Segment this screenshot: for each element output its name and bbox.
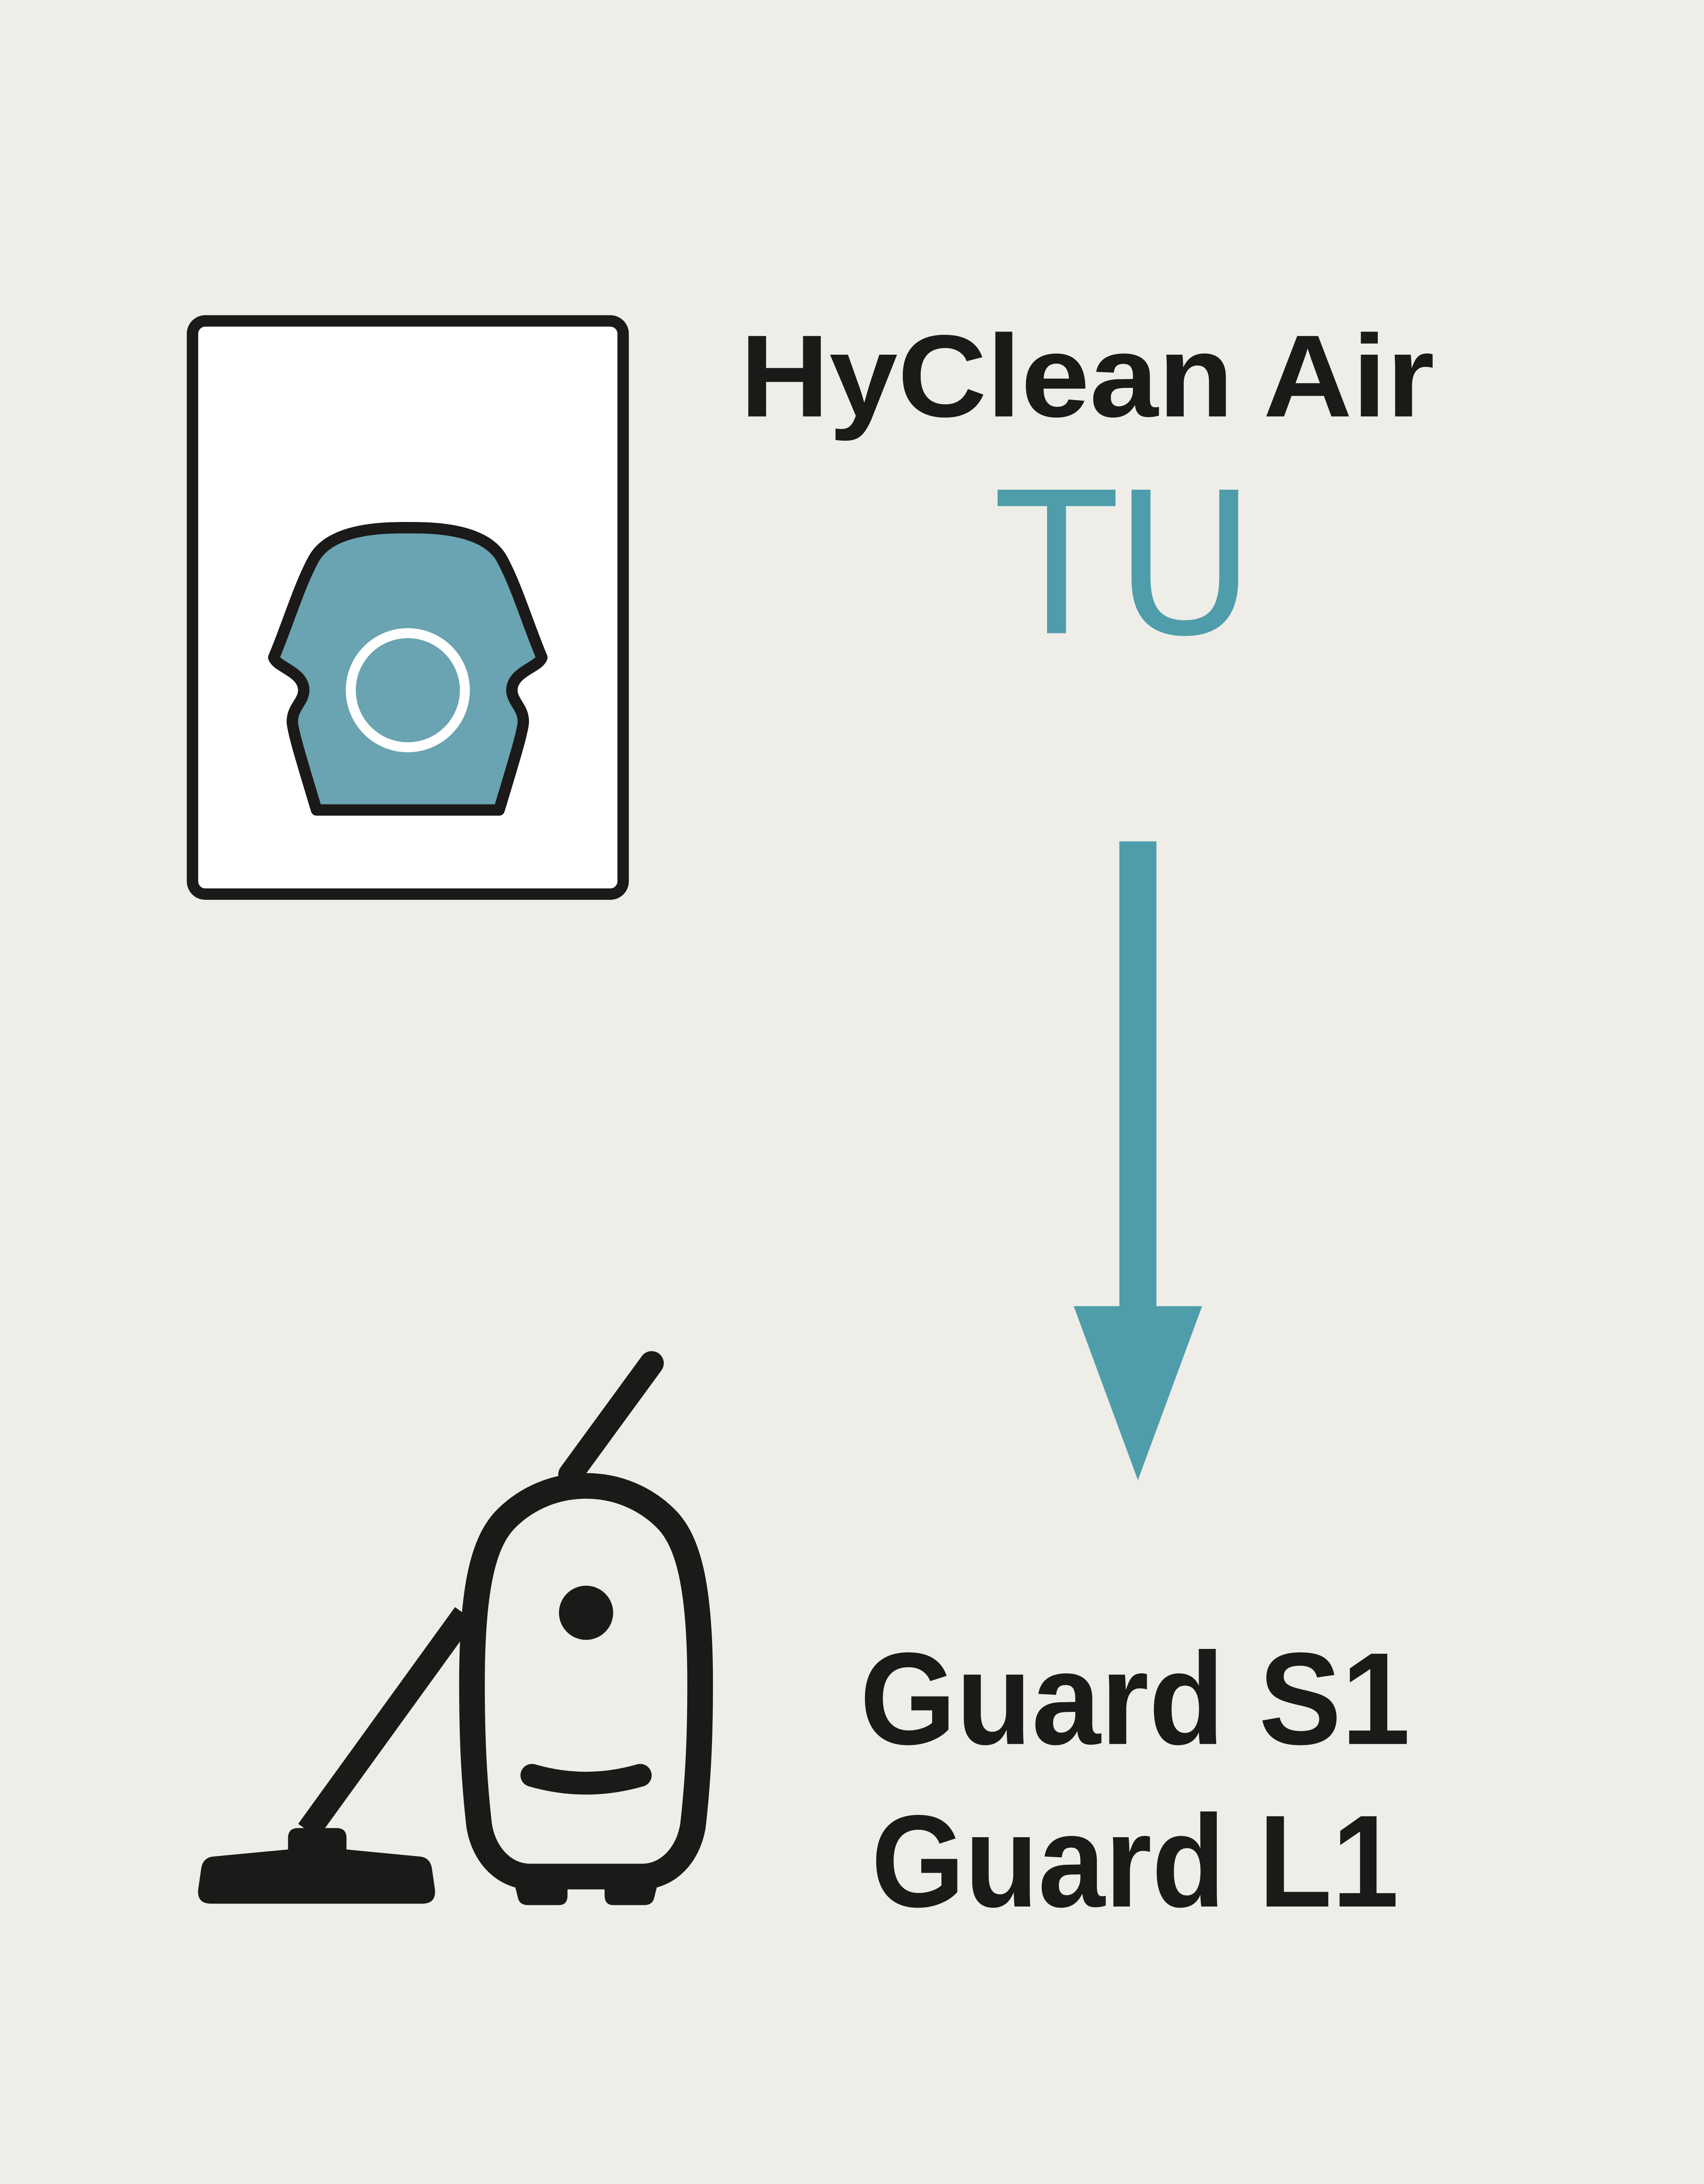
compatibility-graphic: HyClean Air TU Guard S1 Guard L1 bbox=[187, 311, 1435, 1935]
carry-handle bbox=[558, 1351, 664, 1487]
vacuum-smile bbox=[520, 1764, 652, 1795]
wand bbox=[298, 1607, 475, 1838]
arrow-down-icon bbox=[1074, 841, 1202, 1480]
floor-nozzle bbox=[198, 1828, 435, 1904]
compatible-model-2: Guard L1 bbox=[871, 1788, 1399, 1935]
vacuum-feet bbox=[513, 1879, 659, 1905]
bag-shape bbox=[268, 522, 548, 816]
bag-collar-ring bbox=[346, 628, 470, 753]
vacuum-body bbox=[459, 1473, 713, 1890]
dust-bag-icon bbox=[187, 315, 629, 900]
compatible-model-1: Guard S1 bbox=[860, 1625, 1410, 1772]
vacuum-eye bbox=[559, 1586, 613, 1640]
vacuum-cleaner-icon bbox=[198, 1351, 713, 1905]
product-model: TU bbox=[995, 451, 1255, 680]
product-brand-line: HyClean Air bbox=[740, 311, 1434, 442]
